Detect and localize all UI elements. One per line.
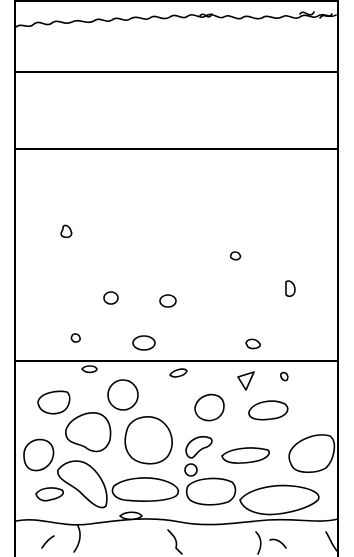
pebble: [246, 339, 260, 348]
layer-4-stones: [24, 366, 334, 519]
stone: [170, 369, 187, 377]
stone: [125, 417, 172, 464]
stone: [195, 395, 224, 421]
crack: [256, 532, 261, 554]
stone: [289, 435, 334, 472]
stone: [108, 380, 138, 410]
crack: [42, 536, 54, 548]
pebble: [286, 281, 295, 296]
stone: [66, 413, 111, 452]
crack: [74, 526, 80, 552]
layer-3-pebbles: [61, 225, 295, 350]
stone: [38, 391, 70, 413]
stone: [238, 372, 254, 390]
pebble: [133, 336, 155, 350]
stone: [112, 478, 178, 501]
crack: [168, 530, 182, 554]
stone: [240, 486, 319, 515]
stone: [24, 440, 54, 471]
stone: [281, 373, 288, 381]
pebble: [160, 295, 176, 307]
stone: [58, 461, 107, 508]
pebble: [104, 292, 118, 304]
bedrock-boundary-line: [16, 519, 338, 525]
surface-wavy-line: [16, 14, 336, 27]
pebble: [61, 225, 72, 237]
stone: [222, 448, 269, 463]
pebble: [231, 252, 241, 260]
stone: [249, 401, 288, 420]
stone: [187, 479, 236, 505]
stone: [82, 366, 97, 372]
stone: [36, 488, 63, 501]
bedrock-cracks: [42, 526, 338, 554]
stone: [186, 437, 212, 458]
profile-frame: [15, 1, 338, 557]
crack: [270, 539, 286, 548]
pebble: [71, 334, 80, 342]
crack: [326, 532, 338, 552]
stone: [185, 464, 197, 476]
